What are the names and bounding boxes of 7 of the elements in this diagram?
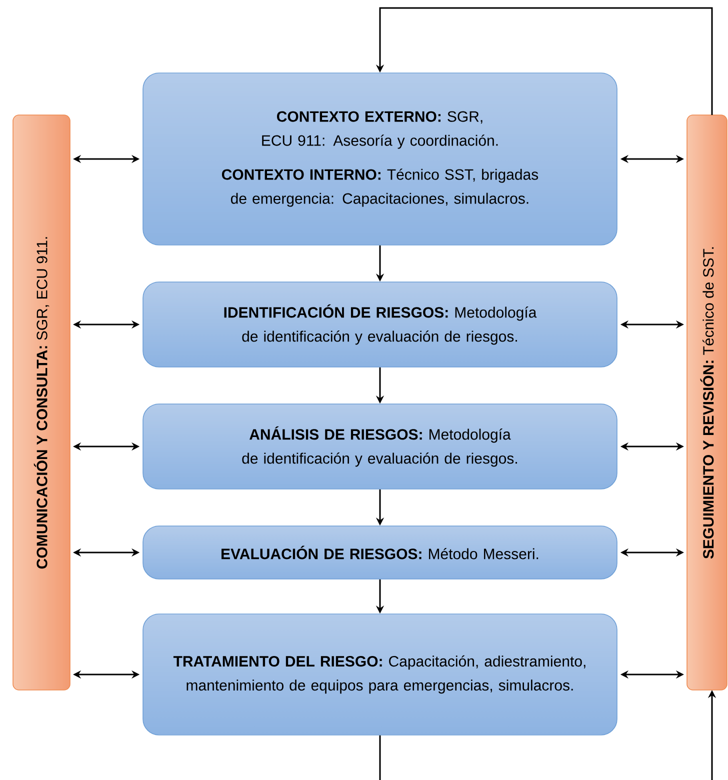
process-box: CONTEXTO EXTERNO: SGR, ECU 911: Asesoría y coordinación. CONTEXTO INTERNO: Técnico SST, brigadas de emergencia: Capacitaciones, simulacros. <box>142 72 618 246</box>
vertical-banner: SEGUIMIENTO Y REVISIÓN: Técnico de SST. <box>686 114 728 690</box>
process-box: TRATAMIENTO DEL RIESGO: Capacitación, adiestramiento, mantenimiento de equipos para emergencias, simulacros. <box>142 614 618 736</box>
process-box: IDENTIFICACIÓN DE RIESGOS: Metodología de identificación y evaluación de riesgos. <box>142 282 618 368</box>
process-box: EVALUACIÓN DE RIESGOS: Método Messeri. <box>142 526 618 580</box>
process-box: ANÁLISIS DE RIESGOS: Metodología de identificación y evaluación de riesgos. <box>142 404 618 490</box>
vertical-banner: COMUNICACIÓN Y CONSULTA: SGR, ECU 911. <box>12 114 70 690</box>
